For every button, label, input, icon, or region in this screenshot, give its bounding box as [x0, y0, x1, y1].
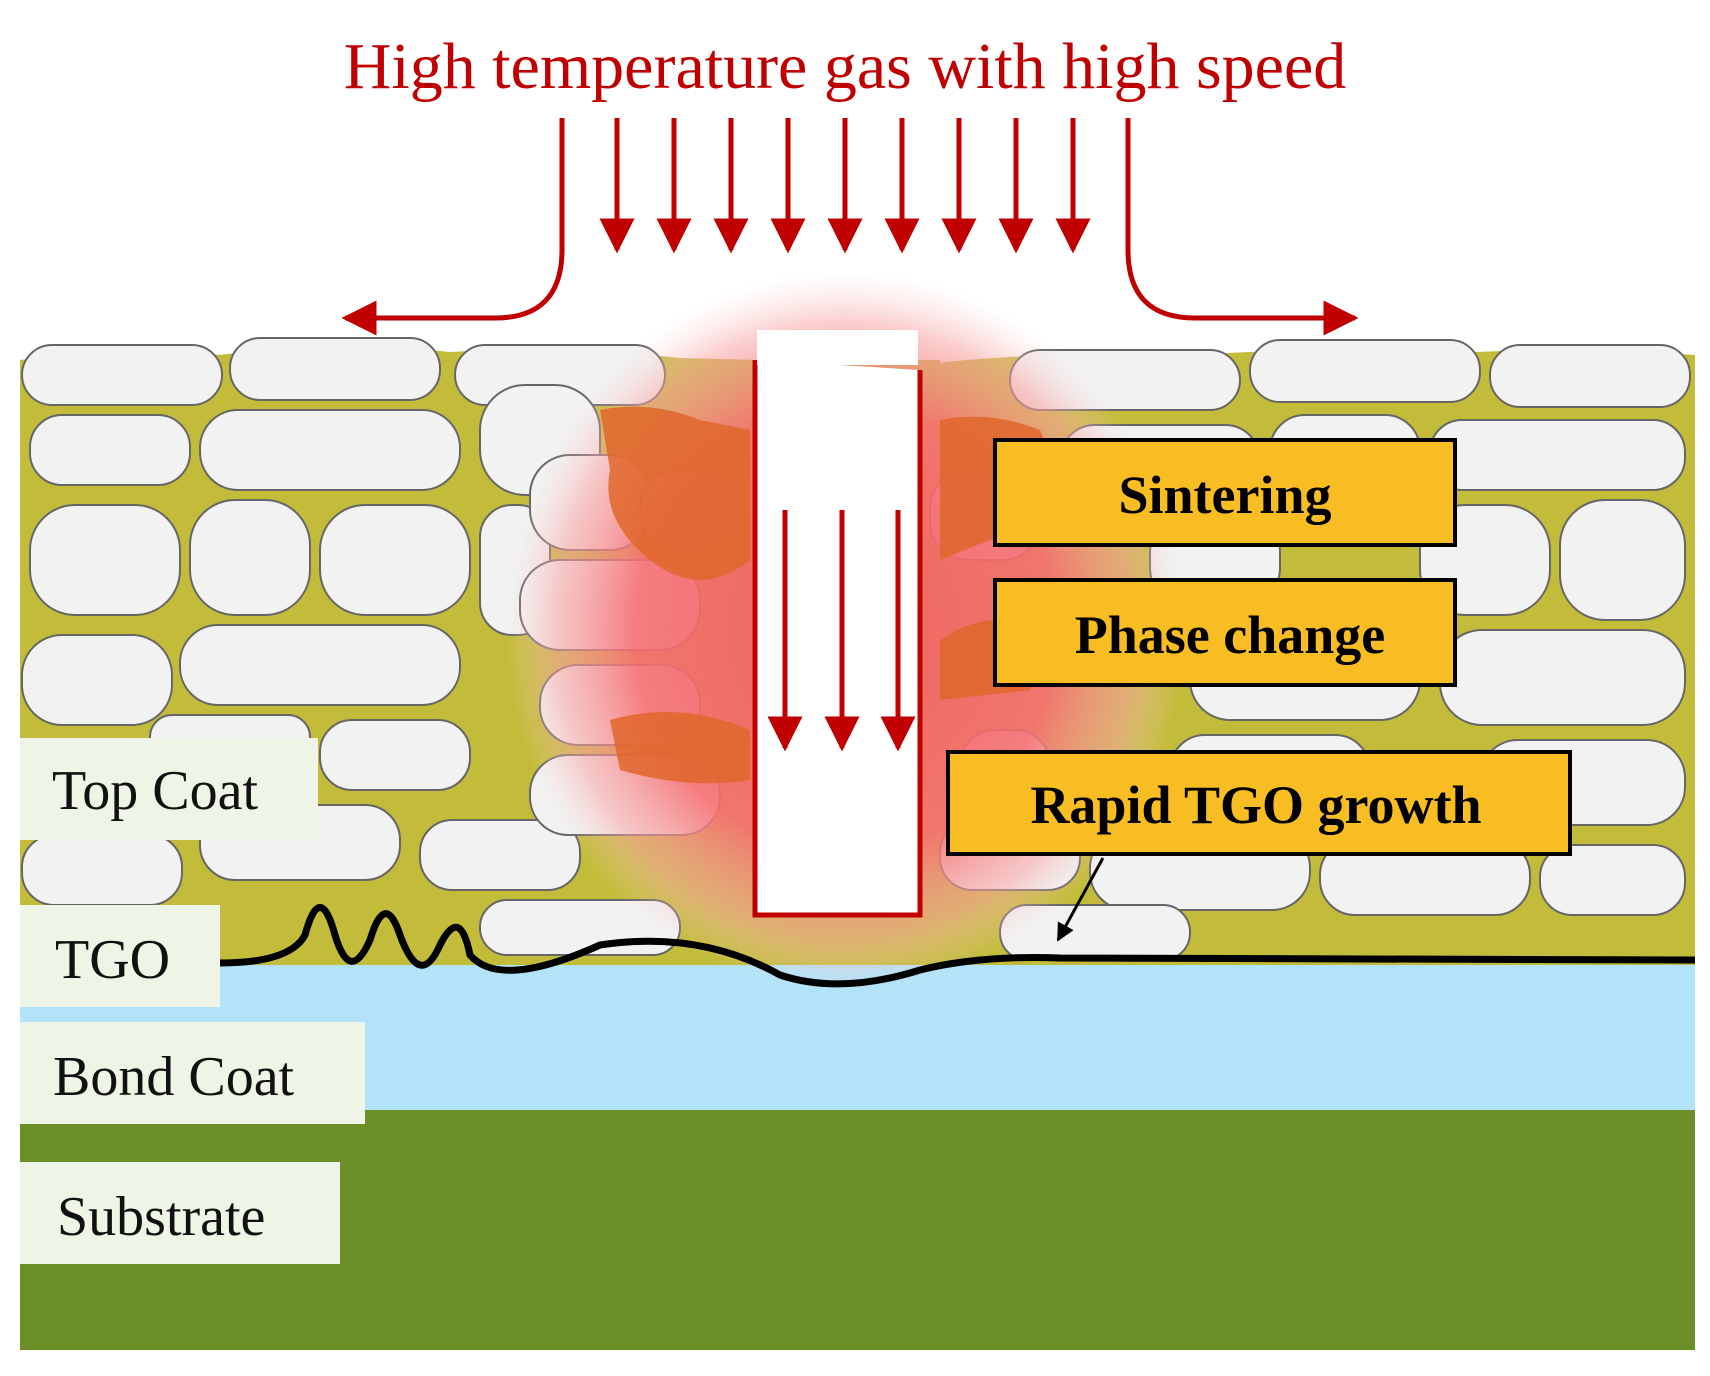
callout-phase-change: Phase change [993, 578, 1457, 687]
label-tgo-text: TGO [55, 929, 170, 991]
vertical-crack [752, 360, 923, 918]
tgo-pointer-arrow [1056, 857, 1105, 942]
callout-rapid-tgo-growth-label: Rapid TGO growth [1030, 775, 1481, 835]
label-top-coat: Top Coat [20, 738, 318, 840]
callout-sintering: Sintering [993, 438, 1457, 547]
label-top-coat-text: Top Coat [52, 760, 259, 822]
tgo-layer [219, 904, 1696, 988]
callout-phase-change-label: Phase change [1075, 605, 1386, 665]
title: High temperature gas with high speed [344, 30, 1347, 103]
label-substrate: Substrate [20, 1162, 340, 1264]
label-tgo: TGO [20, 905, 220, 1007]
crack-gas-arrows [767, 510, 916, 752]
callout-sintering-label: Sintering [1118, 465, 1331, 525]
label-bond-coat-text: Bond Coat [53, 1046, 295, 1108]
label-substrate-text: Substrate [57, 1186, 265, 1248]
label-bond-coat: Bond Coat [20, 1022, 365, 1124]
callout-rapid-tgo-growth: Rapid TGO growth [946, 750, 1572, 856]
deflected-gas-arrows [341, 118, 1359, 336]
incoming-gas-arrows [599, 118, 1091, 254]
